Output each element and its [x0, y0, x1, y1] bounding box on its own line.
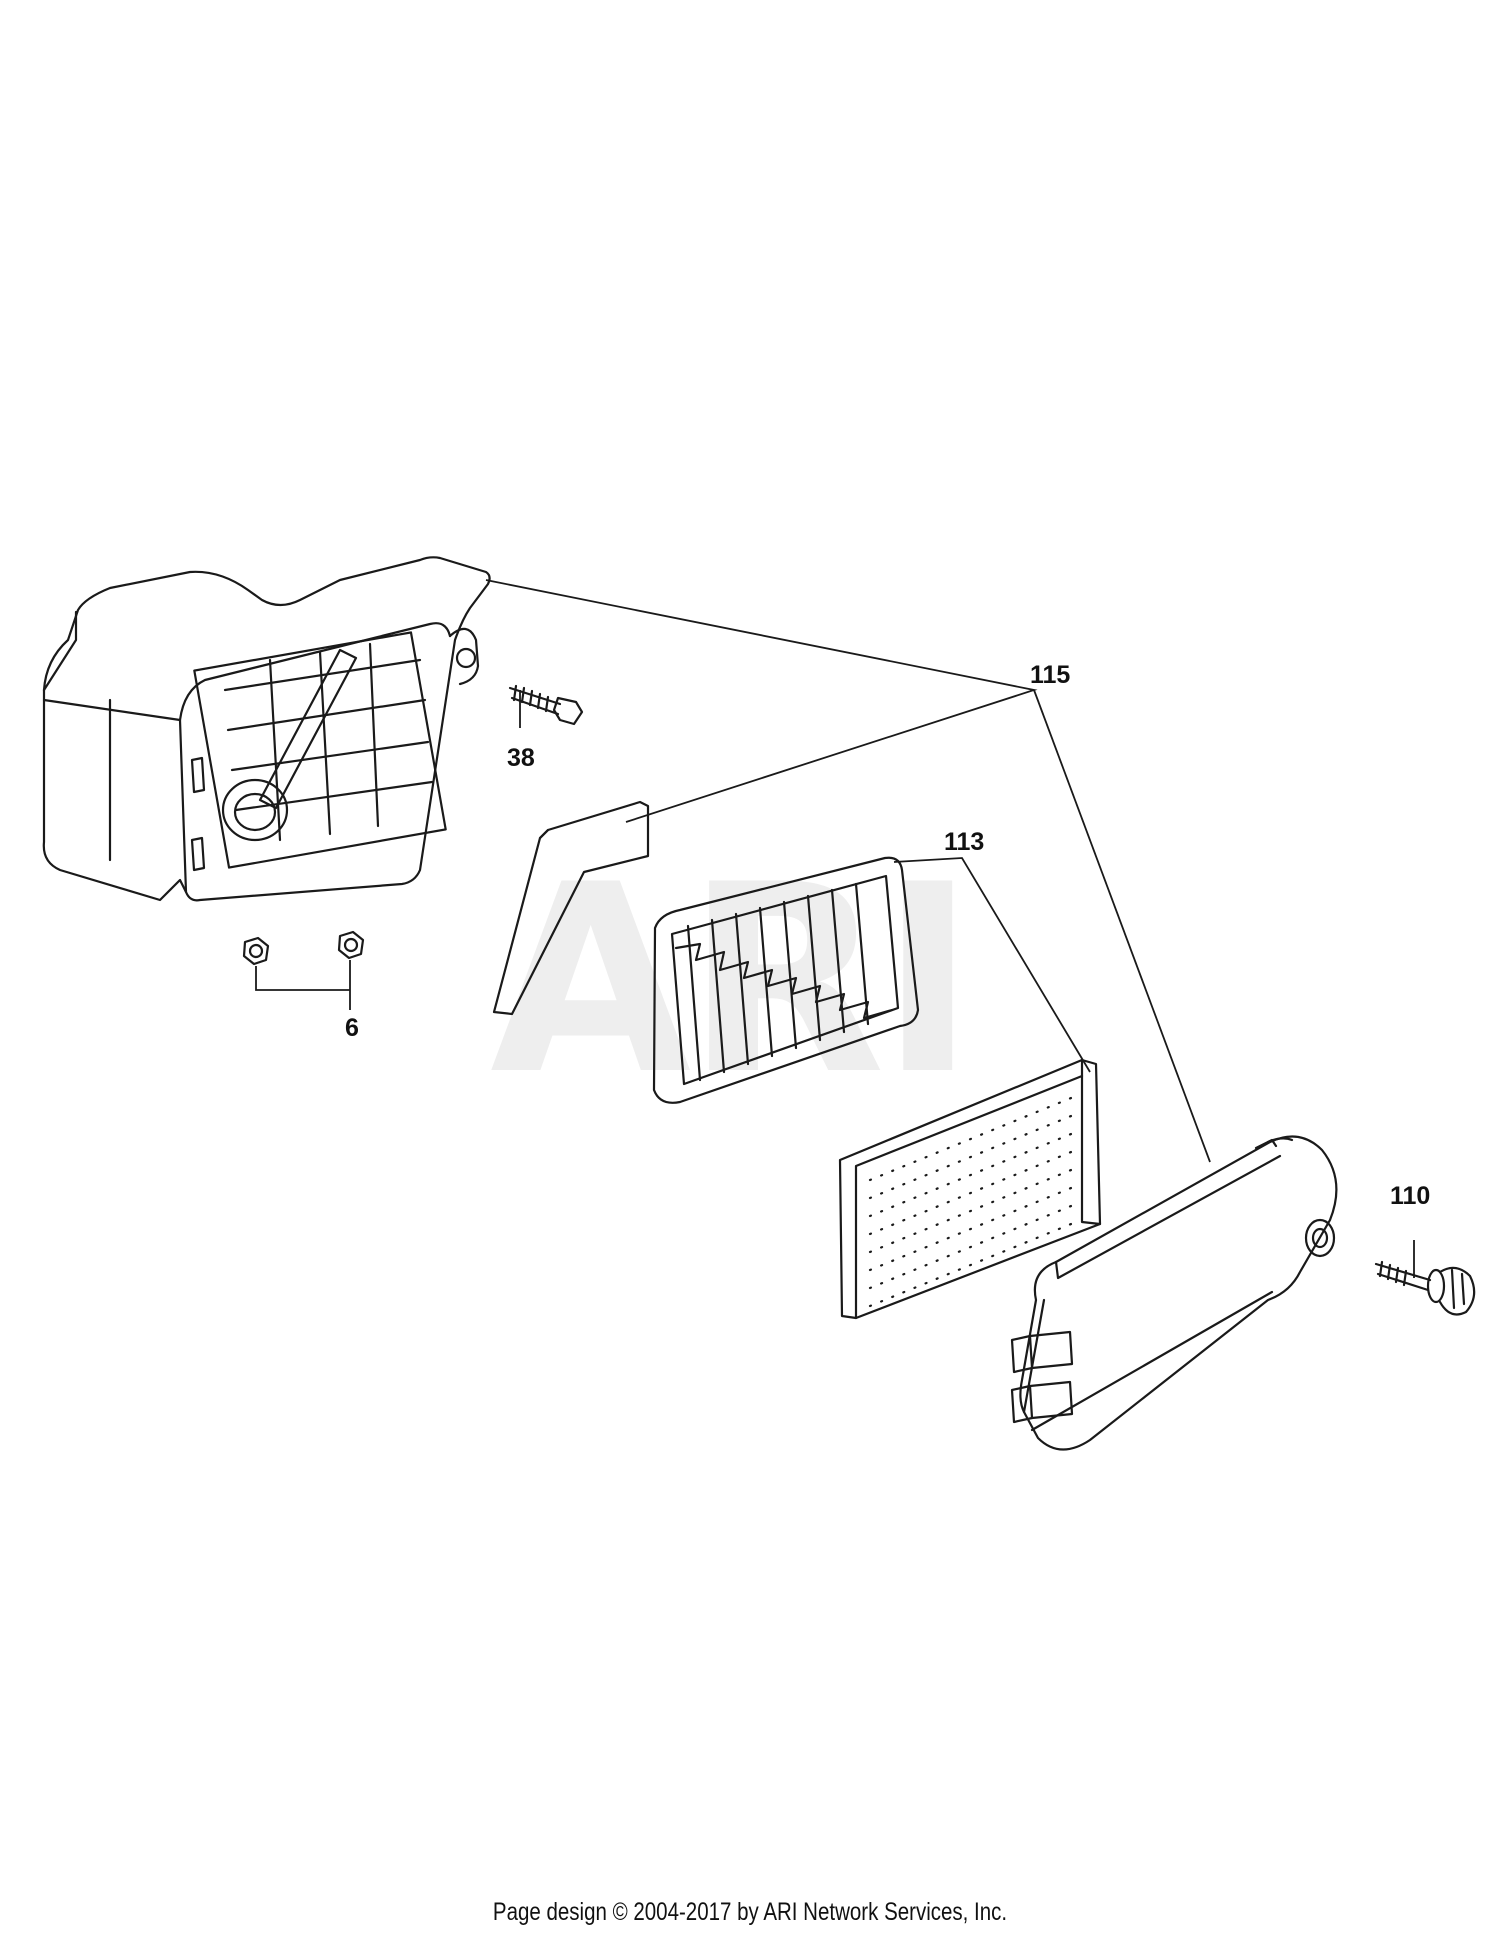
air-filter-base[interactable] — [42, 556, 491, 902]
pre-filter-strip[interactable] — [492, 800, 650, 1016]
callout-113: 113 — [944, 828, 984, 856]
nut-6b[interactable] — [337, 930, 365, 960]
callout-110: 110 — [1390, 1182, 1430, 1210]
pleated-filter[interactable] — [652, 856, 920, 1104]
nut-6a[interactable] — [242, 936, 270, 966]
leader-lines — [255, 579, 1415, 1278]
callout-38: 38 — [507, 744, 535, 772]
callout-6: 6 — [345, 1014, 359, 1042]
watermark-logo: ARI — [490, 830, 970, 1132]
air-filter-cover[interactable] — [1010, 1135, 1338, 1451]
copyright-footer: Page design © 2004-2017 by ARI Network S… — [492, 1898, 1008, 1926]
callout-115: 115 — [1030, 661, 1070, 689]
bolt-110[interactable] — [1374, 1260, 1476, 1316]
